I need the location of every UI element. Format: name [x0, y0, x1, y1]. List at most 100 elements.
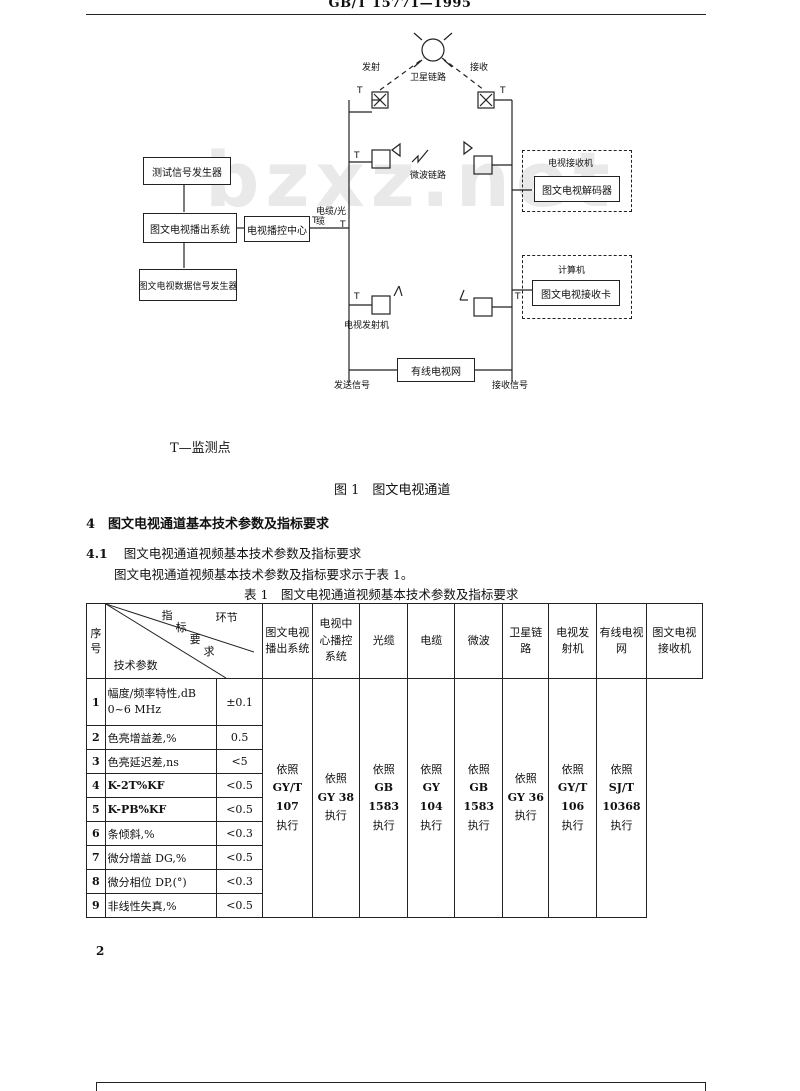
label-satellite-left: 发射	[362, 63, 381, 73]
row-param: 微分增益 DG,%	[104, 845, 218, 870]
label-microwave-link: 微波链路	[410, 171, 447, 181]
row-no: 4	[86, 773, 106, 798]
box-teletext-output-system: 图文电视播出系统	[143, 213, 237, 243]
row-no: 2	[86, 725, 106, 750]
header-col-0: 图文电视播出系统	[262, 603, 313, 679]
figure-caption: 图 1 图文电视通道	[334, 483, 451, 498]
row-no: 3	[86, 749, 106, 774]
header-diagonal-lines	[105, 604, 254, 678]
comp-prefix: 依照	[420, 762, 443, 776]
header-rule	[86, 14, 706, 15]
page-number: 2	[96, 944, 105, 958]
header-diag-mid1: 指	[161, 609, 173, 622]
table-header-row: 序号 环节 指 标 要 求 技术参数 图文电视播出系统 电视中心播控系统 光缆 …	[86, 603, 704, 679]
comp-standard: SJ/T 10368	[602, 781, 641, 813]
comp-prefix: 依照	[467, 762, 490, 776]
row-param: 色亮延迟差,ns	[104, 749, 218, 774]
row-param: 条倾斜,%	[104, 821, 218, 846]
monitor-point: T	[354, 151, 360, 161]
header-diag-bottom: 技术参数	[113, 659, 158, 672]
row-no: 5	[86, 797, 106, 822]
comp-prefix: 依照	[514, 771, 537, 785]
section-4-1-title: 图文电视通道视频基本技术参数及指标要求	[123, 546, 362, 561]
table-caption: 表 1 图文电视通道视频基本技术参数及指标要求	[244, 587, 519, 602]
comp-prefix: 依照	[610, 762, 633, 776]
header-col-5: 卫星链路	[502, 603, 550, 679]
box-teletext-receiver-card: 图文电视接收卡	[532, 280, 620, 306]
header-col-2: 光缆	[359, 603, 409, 679]
header-diagonal-cell: 环节 指 标 要 求 技术参数	[104, 603, 264, 679]
row-value: <0.5	[216, 893, 264, 918]
monitor-point: T	[312, 216, 318, 226]
row-value: <0.3	[216, 821, 264, 846]
header-col-4: 微波	[454, 603, 504, 679]
header-diag-mid4: 求	[203, 645, 215, 658]
label-cable: 电缆/光缆	[316, 207, 347, 227]
row-param: K-2T%KF	[104, 773, 218, 798]
label-receive-signal: 接收信号	[492, 381, 529, 391]
comp-suffix: 执行	[276, 818, 299, 832]
comp-standard: GB 1583	[368, 781, 400, 813]
box-test-signal-generator: 测试信号发生器	[143, 157, 231, 185]
row-value: 0.5	[216, 725, 264, 750]
section-4-1-number: 4.1	[86, 546, 108, 561]
monitor-point: T	[515, 292, 521, 302]
label-satellite-right: 接收	[470, 63, 489, 73]
label-tv-receiver: 电视接收机	[548, 159, 594, 169]
satellite-icon	[421, 38, 445, 62]
header-col-1: 电视中心播控系统	[311, 603, 361, 679]
monitor-point: T	[357, 86, 363, 96]
comp-suffix: 执行	[514, 809, 537, 823]
row-param: K-PB%KF	[104, 797, 218, 822]
comp-prefix: 依照	[324, 771, 347, 785]
header-diag-mid2: 标	[175, 621, 187, 634]
diagram-lines	[183, 32, 532, 382]
comp-suffix: 执行	[467, 818, 490, 832]
header-col-8: 图文电视接收机	[645, 603, 704, 679]
section-4-1-text: 图文电视通道视频基本技术参数及指标要求示于表 1。	[114, 567, 414, 582]
header-diag-top: 环节	[215, 611, 238, 624]
comp-prefix: 依照	[561, 762, 584, 776]
legend-monitor-point: T—监测点	[170, 441, 231, 456]
comp-suffix: 执行	[372, 818, 395, 832]
row-param: 非线性失真,%	[104, 893, 218, 918]
label-satellite-link: 卫星链路	[410, 73, 447, 83]
label-send-signal: 发送信号	[334, 381, 371, 391]
comp-prefix: 依照	[372, 762, 395, 776]
comp-standard: GB 1583	[463, 781, 495, 813]
row-value: ±0.1	[216, 678, 264, 726]
label-computer: 计算机	[558, 266, 586, 276]
box-tv-control-center: 电视播控中心	[244, 216, 310, 242]
row-value: <0.5	[216, 845, 264, 870]
comp-suffix: 执行	[420, 818, 443, 832]
comp-standard: GY 38	[317, 790, 355, 804]
comp-col-2: 依照 GB 1583 执行	[359, 678, 409, 918]
row-no: 8	[86, 869, 106, 894]
box-teletext-decoder: 图文电视解码器	[534, 176, 620, 202]
row-value: <0.5	[216, 773, 264, 798]
header-col-6: 电视发射机	[548, 603, 598, 679]
row-param: 幅度/频率特性,dB 0~6 MHz	[104, 678, 218, 726]
section-4-title: 4 图文电视通道基本技术参数及指标要求	[86, 517, 330, 532]
group-tv-receiver	[522, 150, 632, 212]
comp-col-4: 依照 GB 1583 执行	[454, 678, 504, 918]
monitor-point: T	[354, 292, 360, 302]
row-no: 9	[86, 893, 106, 918]
bottom-frame	[96, 1082, 706, 1091]
comp-standard: GY/T 107	[272, 781, 303, 813]
header-seq-text: 序号	[90, 626, 102, 655]
header-col-3: 电缆	[407, 603, 456, 679]
box-cable-tv-network: 有线电视网	[397, 358, 475, 382]
